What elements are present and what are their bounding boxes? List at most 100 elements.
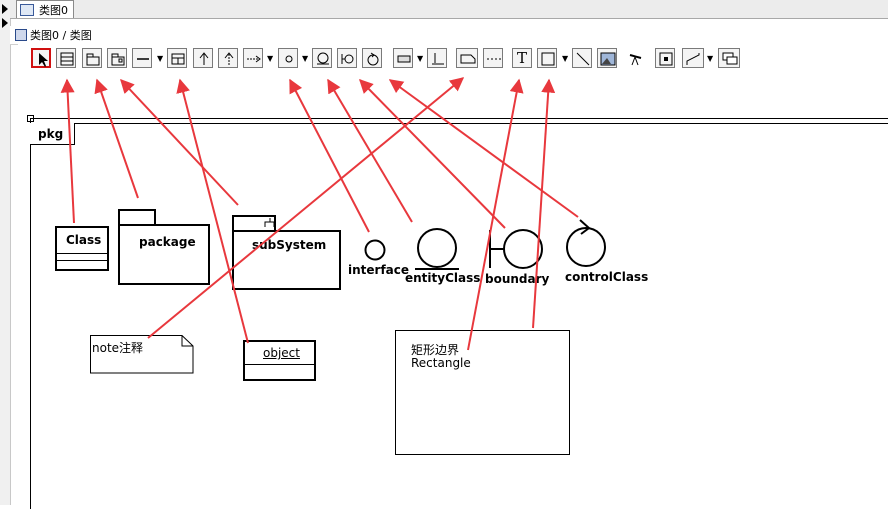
interface-tool-icon <box>285 55 293 63</box>
interface-tool-button[interactable] <box>278 48 298 68</box>
rectangle-boundary-shape[interactable]: 矩形边界 Rectangle <box>395 330 570 455</box>
subsystem-label: subSystem <box>252 238 327 252</box>
control-class-icon[interactable] <box>563 218 611 270</box>
rectangle-dropdown-icon[interactable]: ▼ <box>562 54 569 63</box>
object-shape[interactable]: object <box>243 340 316 381</box>
telescope-tool-icon <box>629 54 642 66</box>
package-shape[interactable]: package <box>118 224 210 285</box>
constraint-tool-icon <box>432 53 444 65</box>
object-label: object <box>263 346 300 360</box>
package-frame-label: pkg <box>38 127 64 141</box>
arrow-to-select-tool <box>60 78 75 224</box>
class-tool-button[interactable] <box>56 48 76 68</box>
generalization-tool-button[interactable] <box>193 48 213 68</box>
note-shape[interactable] <box>90 335 195 375</box>
boundary-label: boundary <box>485 272 550 286</box>
constraint-tool-button[interactable] <box>427 48 447 68</box>
arrow-to-generalization-tool <box>176 78 249 344</box>
dependency-dropdown-icon[interactable]: ▼ <box>267 54 274 63</box>
subsystem-tab <box>232 215 276 232</box>
image-tool-button[interactable] <box>597 48 617 68</box>
arrow-to-control-tool <box>388 79 579 218</box>
arrow-to-boundary-tool <box>359 78 506 229</box>
tab-diagram[interactable]: 类图0 <box>16 0 74 18</box>
entity-class-tool-button[interactable] <box>312 48 332 68</box>
class-divider <box>57 253 107 254</box>
boundary-tool-icon <box>341 54 354 64</box>
package-frame-inner-line <box>30 123 888 124</box>
association-dropdown-icon[interactable]: ▼ <box>157 54 164 63</box>
package-label: package <box>139 235 196 249</box>
rectangle-tool-button[interactable] <box>537 48 557 68</box>
arrow-to-entity-tool <box>327 78 413 223</box>
class-divider <box>57 260 107 261</box>
boundary-tool-button[interactable] <box>337 48 357 68</box>
subsystem-tool-icon <box>111 53 125 66</box>
package-frame[interactable] <box>30 118 888 509</box>
object-dropdown-icon[interactable]: ▼ <box>417 54 424 63</box>
realization-tool-icon <box>224 52 234 65</box>
realization-tool-button[interactable] <box>218 48 238 68</box>
note-label: note注释 <box>92 341 144 355</box>
connector-style-tool-icon <box>686 53 700 65</box>
interface-dropdown-icon[interactable]: ▼ <box>302 54 309 63</box>
subsystem-shape[interactable]: subSystem <box>232 230 341 290</box>
breadcrumb-text: 类图0 / 类图 <box>30 29 92 42</box>
note-tool-icon <box>460 54 476 64</box>
object-tool-button[interactable] <box>393 48 413 68</box>
expand-arrow-icon[interactable] <box>1 2 11 42</box>
anchor-line-tool-button[interactable] <box>483 48 503 68</box>
diagram-small-icon <box>15 29 27 41</box>
diagram-icon <box>20 4 34 16</box>
note-tool-button[interactable] <box>456 48 478 68</box>
class-label: Class <box>66 233 102 247</box>
arrow-to-package-tool <box>120 78 239 206</box>
aggregation-tool-button[interactable] <box>167 48 187 68</box>
select-tool-button[interactable] <box>31 48 51 68</box>
text-tool-button[interactable]: T <box>512 48 532 68</box>
association-tool-button[interactable] <box>132 48 152 68</box>
toolbar <box>18 44 888 74</box>
boundary-icon[interactable] <box>487 226 547 272</box>
focus-tool-button[interactable] <box>655 48 675 68</box>
object-divider <box>245 364 314 365</box>
image-tool-icon <box>600 52 616 66</box>
arrow-to-note-tool <box>147 77 465 339</box>
class-tool-icon <box>60 52 74 66</box>
rectangle-label-cn: 矩形边界 <box>411 343 460 357</box>
dependency-tool-icon <box>247 55 261 63</box>
text-tool-icon: T <box>516 49 527 67</box>
package-tool-icon <box>86 53 100 66</box>
interface-label: interface <box>348 263 410 277</box>
package-tab <box>118 209 156 226</box>
telescope-tool-button[interactable] <box>627 50 645 68</box>
generalization-tool-icon <box>199 52 209 65</box>
package-tool-button[interactable] <box>82 48 102 68</box>
aggregation-tool-icon <box>171 53 185 65</box>
rectangle-tool-icon <box>541 52 555 66</box>
entity-class-icon[interactable] <box>412 226 462 272</box>
arrow-to-text-tool <box>467 78 524 351</box>
rectangle-label-en: Rectangle <box>411 356 471 370</box>
interface-circle-icon[interactable] <box>364 239 386 261</box>
layers-tool-icon <box>722 52 738 65</box>
left-collapse-strip[interactable] <box>0 0 11 505</box>
line-tool-button[interactable] <box>572 48 592 68</box>
dependency-tool-button[interactable] <box>243 48 263 68</box>
tab-bar <box>10 0 888 19</box>
layers-tool-button[interactable] <box>718 48 740 68</box>
select-pointer-icon <box>39 53 48 67</box>
tab-label: 类图0 <box>39 4 68 17</box>
connector-style-tool-button[interactable] <box>682 48 704 68</box>
control-class-tool-icon <box>367 52 379 66</box>
association-tool-icon <box>137 58 149 60</box>
arrow-to-rectangle-tool <box>532 78 556 329</box>
subsystem-tool-button[interactable] <box>107 48 127 68</box>
class-shape[interactable]: Class <box>55 226 109 271</box>
entity-class-label: entityClass <box>405 271 481 285</box>
arrow-to-class-tool <box>94 78 139 199</box>
connector-style-dropdown-icon[interactable]: ▼ <box>707 54 714 63</box>
control-class-tool-button[interactable] <box>362 48 382 68</box>
arrow-to-interface-tool <box>289 78 370 233</box>
